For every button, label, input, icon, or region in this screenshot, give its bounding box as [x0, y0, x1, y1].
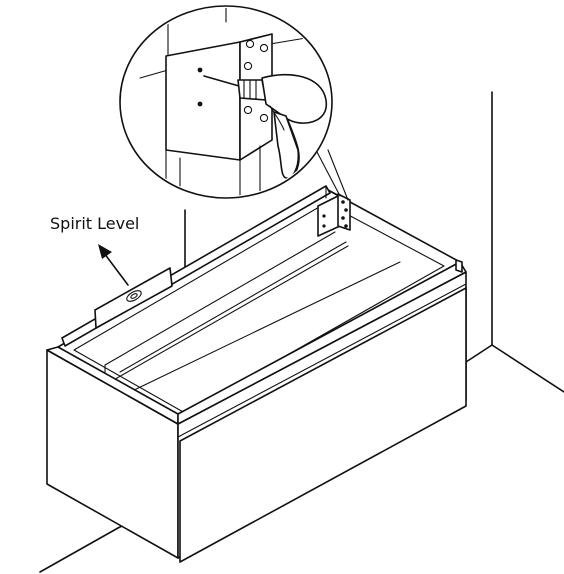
bracket-hole-2 — [322, 224, 326, 228]
spirit-level-label: Spirit Level — [50, 214, 139, 233]
inner-rail-3 — [129, 261, 401, 393]
cabinet-top-opening — [73, 202, 445, 414]
detail-screw-3 — [243, 61, 253, 71]
drill-trigger — [269, 105, 285, 131]
detail-plate-hole-1 — [197, 67, 203, 73]
detail-screw-2 — [259, 43, 269, 53]
arrow-head — [98, 244, 112, 259]
vanity-cabinet — [46, 185, 467, 563]
drill-handle — [273, 111, 300, 179]
inner-rail-1 — [109, 245, 349, 383]
bracket-hole-1 — [322, 214, 326, 218]
floor-line-front-left — [39, 527, 119, 573]
callout-leader-2 — [327, 149, 349, 201]
floor-line-right — [491, 344, 564, 393]
spirit-level-bubble — [130, 293, 138, 299]
bracket-screw-3 — [341, 216, 345, 220]
drawer-gap-line — [177, 283, 467, 438]
bracket-screw-4 — [344, 224, 348, 228]
detail-screw-6 — [259, 113, 269, 123]
bracket-hinge-plate — [337, 193, 351, 231]
hanging-bracket — [317, 193, 351, 237]
label-arrow — [98, 244, 129, 286]
rim-corner-block — [455, 259, 463, 273]
arrow-shaft — [103, 252, 129, 286]
drill-icon — [203, 73, 327, 179]
floor-line-left-of-corner — [465, 344, 493, 363]
detail-plate-hole-2 — [197, 101, 203, 107]
detail-bracket-plate — [165, 41, 241, 161]
spirit-level — [94, 267, 173, 329]
drawer-front — [179, 287, 467, 563]
detail-screw-1 — [245, 39, 255, 49]
detail-wall-edge-2 — [139, 69, 169, 79]
drill-body — [261, 73, 327, 124]
detail-wall-edge-3 — [255, 8, 301, 11]
drill-handle-grip — [287, 119, 300, 173]
detail-callout — [119, 5, 349, 201]
bracket-screw-1 — [341, 200, 345, 204]
spirit-level-vial — [126, 290, 142, 302]
rim-front — [177, 261, 467, 425]
inner-rail-2 — [119, 241, 347, 373]
callout-leader-1 — [315, 149, 341, 197]
detail-screw-5 — [243, 105, 253, 115]
bracket-screw-2 — [344, 208, 348, 212]
drill-chuck — [237, 79, 267, 101]
